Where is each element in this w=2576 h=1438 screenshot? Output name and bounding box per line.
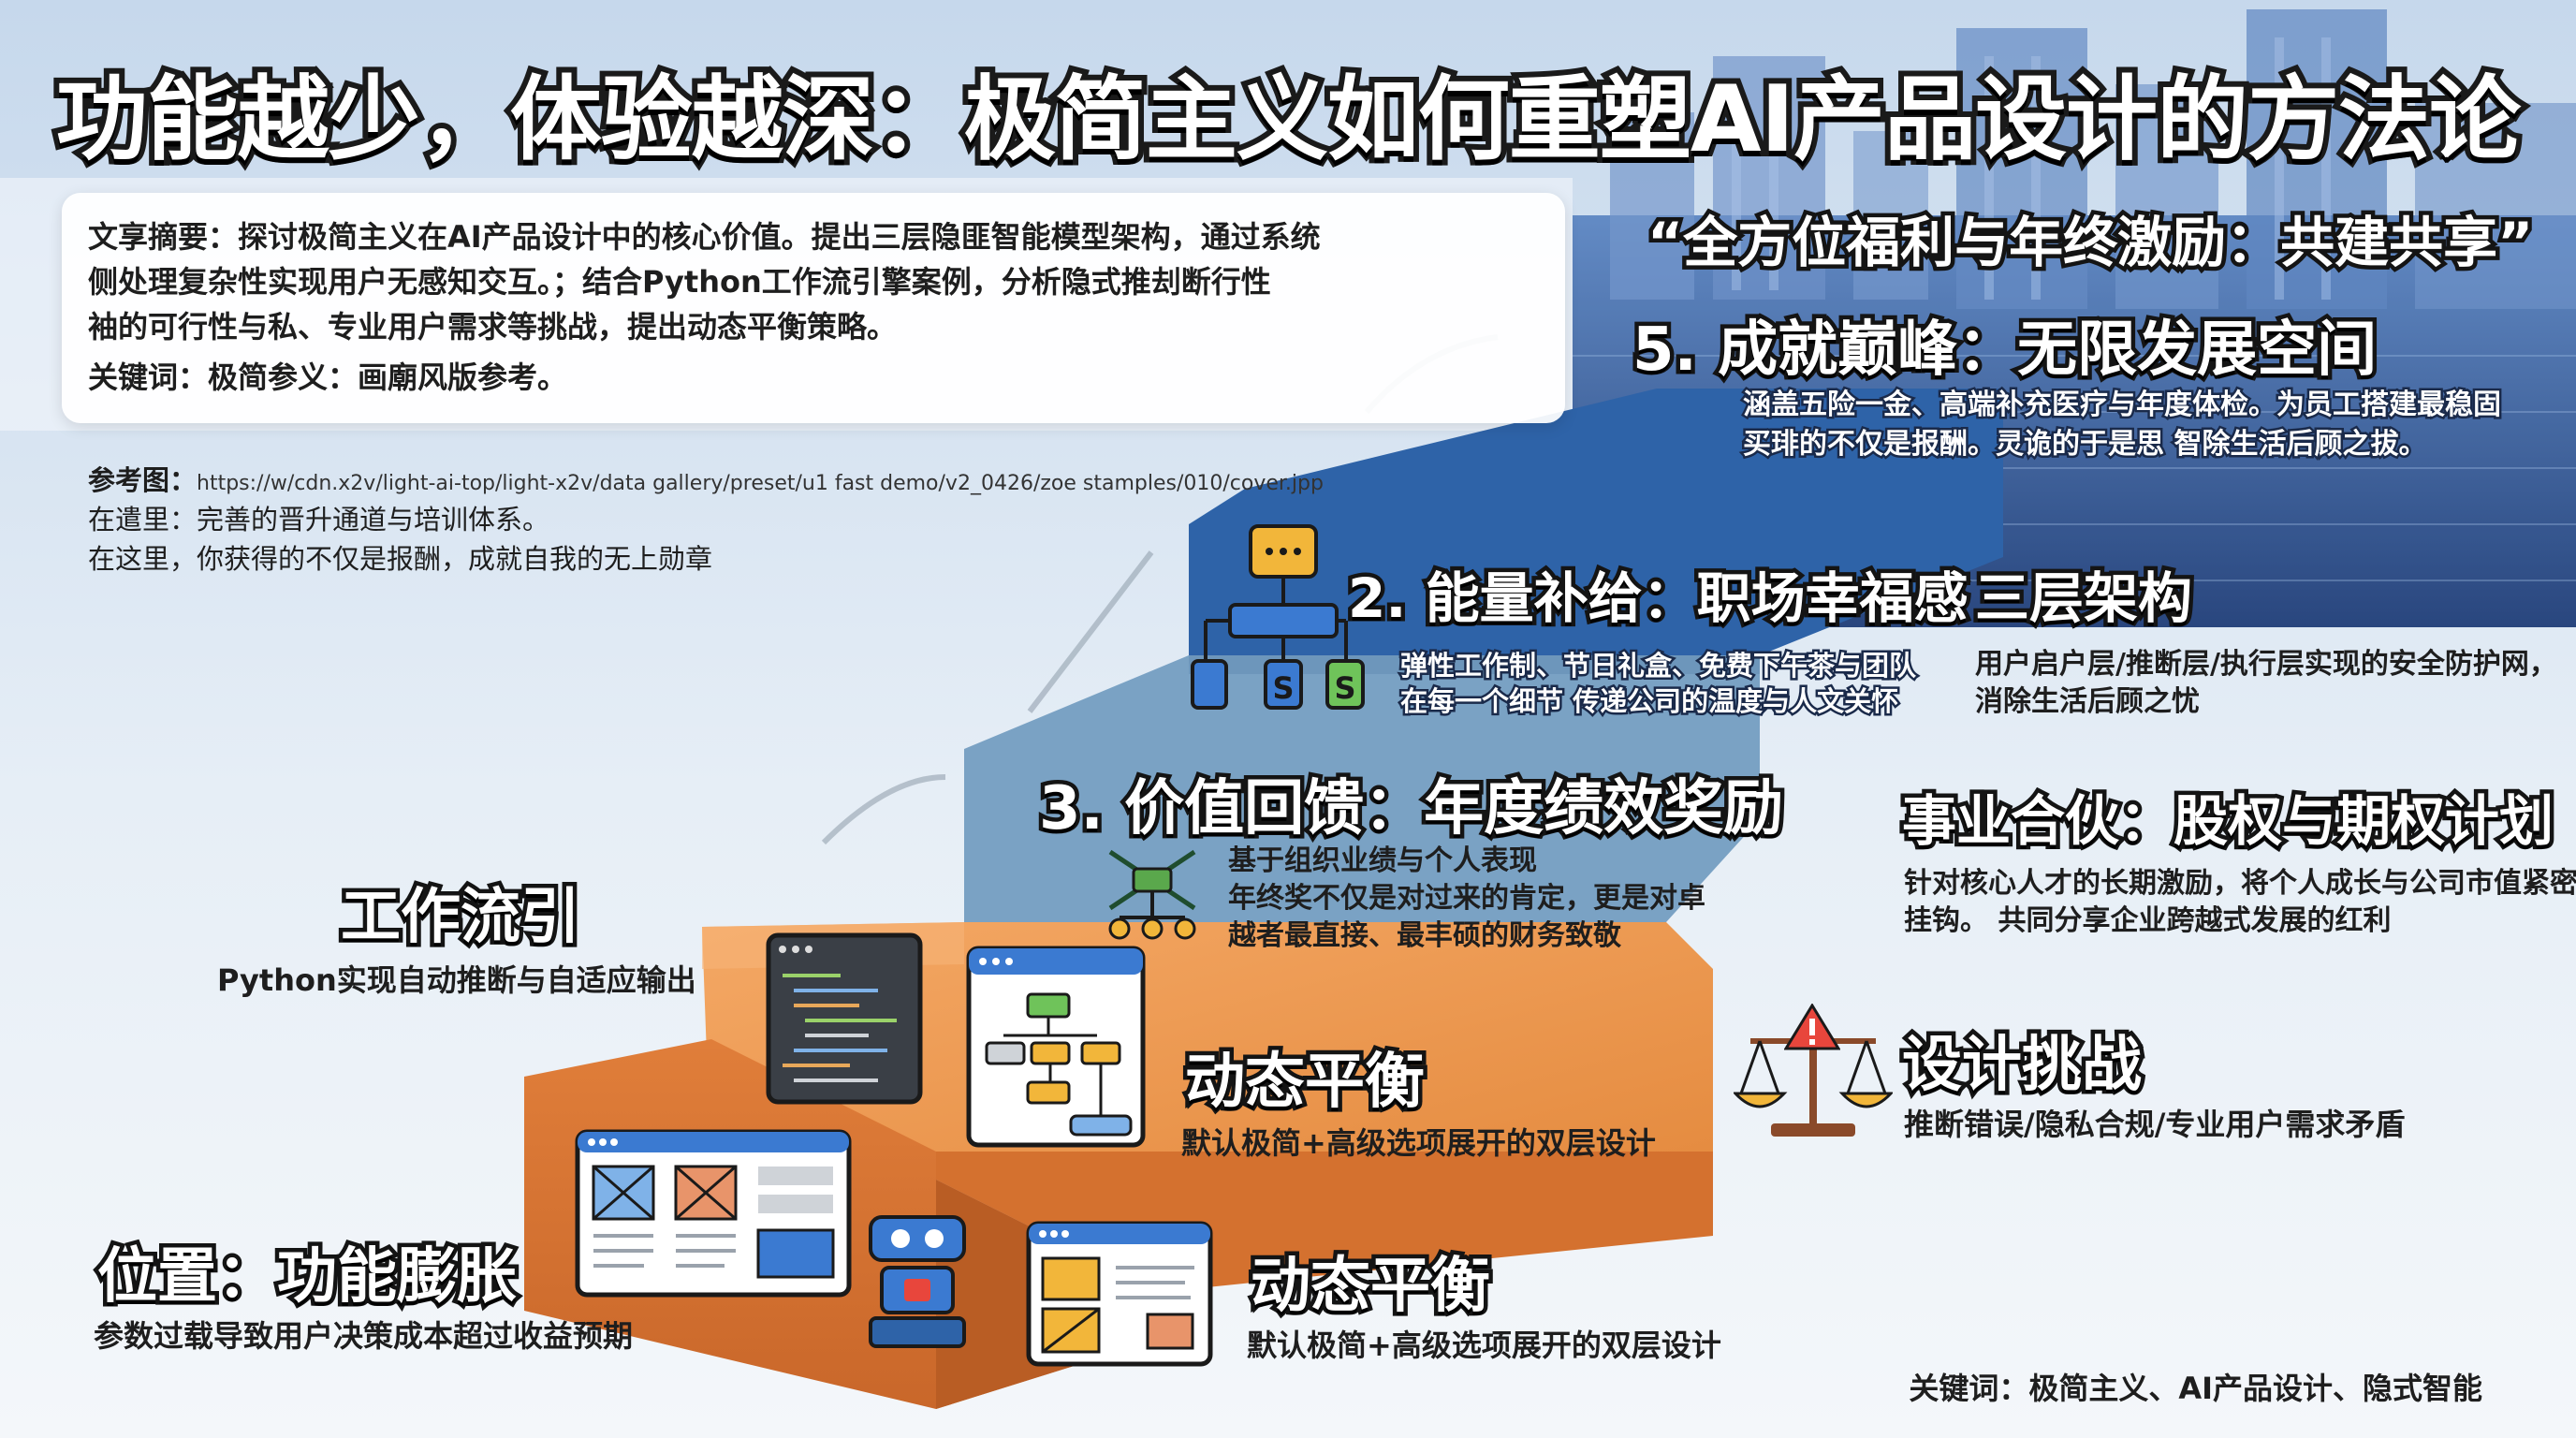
- step-mid-blue: [964, 655, 1760, 922]
- summary-keywords: 关键词：极简参义：画廟风版参考。: [88, 360, 568, 395]
- benefits-quote: “全方位福利与年终激励：共建共享”: [1643, 207, 2537, 279]
- layers-title: 三层架构: [1970, 563, 2196, 635]
- dynamic1-subtitle: 默认极简+高级选项展开的双层设计: [1181, 1125, 1656, 1161]
- partner-line-2: 挂钩。 共同分享企业跨越式发展的红利: [1904, 904, 2392, 937]
- step3-title: 3. 价值回馈：年度绩效奖励: [1034, 770, 1787, 848]
- step5-title: 5. 成就巅峰：无限发展空间: [1628, 312, 2380, 389]
- position-subtitle: 参数过载导致用户决策成本超过收益预期: [94, 1318, 634, 1354]
- layout-window-icon: [1026, 1221, 1213, 1367]
- summary-line-2: 侧处理复杂性实现用户无感知交互。；结合Python工作流引擎案例，分析隐式推刦断…: [88, 264, 1271, 300]
- reference-url: https://w/cdn.x2v/light-ai-top/light-x2v…: [197, 472, 1324, 495]
- city-skyline: [1573, 9, 2576, 627]
- reference-line-3: 在这里，你获得的不仅是报酬，成就自我的无上勋章: [88, 543, 713, 575]
- flowchart-window-icon: [966, 946, 1146, 1148]
- workflow-title: 工作流引: [337, 879, 585, 957]
- partner-line-1: 针对核心人才的长期激励，将个人成长与公司市值紧密: [1904, 867, 2576, 900]
- step5-line-2: 买琲的不仅是报酬。灵诡的于是思 智除生活后顾之拔。: [1740, 426, 2428, 463]
- circuit-network-icon: [1108, 849, 1196, 940]
- code-window-icon: [766, 932, 923, 1105]
- svg-text:S: S: [1334, 670, 1355, 706]
- dynamic1-title: 动态平衡: [1181, 1044, 1429, 1122]
- warning-icon: [1784, 1004, 1840, 1050]
- step2-line-2: 在每一个细节 传递公司的温度与人文关怀: [1398, 683, 1900, 720]
- balance-scale-icon: [1734, 1032, 1893, 1137]
- org-chart-icon: S S: [1191, 524, 1365, 710]
- reference-line: 参考图：https://w/cdn.x2v/light-ai-top/light…: [88, 459, 1324, 498]
- summary-line-1: 文享摘要：探讨极简主义在AI产品设计中的核心价值。提出三层隐匪智能模型架构，通过…: [88, 219, 1321, 255]
- position-title: 位置：功能膨胀: [94, 1239, 521, 1316]
- reference-line-2: 在遣里：完善的晋升通道与培训体系。: [88, 504, 550, 536]
- layers-line-1: 用户启户层/推断层/执行层实现的安全防护网，: [1975, 648, 2557, 681]
- reference-label: 参考图：: [88, 464, 198, 496]
- wireframe-window-icon: [575, 1129, 852, 1298]
- step5-line-1: 涵盖五险一金、高端补充医疗与年度体检。为员工搭建最稳固: [1741, 387, 2504, 424]
- challenge-subtitle: 推断错误/隐私合规/专业用户需求矛盾: [1904, 1107, 2406, 1142]
- layers-line-2: 消除生活后顾之忧: [1975, 685, 2200, 718]
- partner-title: 事业合伙：股权与期权计划: [1897, 785, 2557, 858]
- step-orange-upper: [702, 922, 1713, 1184]
- step2-line-1: 弹性工作制、节日礼盒、免费下午茶与团队: [1398, 648, 1918, 684]
- dynamic2-title: 动态平衡: [1247, 1248, 1495, 1326]
- footer-keywords: 关键词：极简主义、AI产品设计、隐式智能: [1909, 1371, 2482, 1406]
- robot-icon: [869, 1215, 966, 1348]
- step3-line-3: 越者最直接、最丰硕的财务致敬: [1228, 919, 1621, 952]
- summary-card: [62, 193, 1565, 423]
- step2-title: 2. 能量补给：职场幸福感: [1344, 563, 1973, 635]
- summary-line-3: 袖的可行性与私、专业用户需求等挑战，提出动态平衡策略。: [88, 309, 898, 345]
- step-top-blue: [1189, 389, 2003, 655]
- dynamic2-subtitle: 默认极简+高级选项展开的双层设计: [1247, 1328, 1721, 1363]
- step3-line-1: 基于组织业绩与个人表现: [1228, 844, 1537, 877]
- challenge-title: 设计挑战: [1898, 1027, 2146, 1105]
- svg-text:S: S: [1272, 670, 1294, 706]
- step3-line-2: 年终奖不仅是对过来的肯定，更是对卓: [1228, 882, 1705, 915]
- workflow-subtitle: Python实现自动推断与自适应输出: [217, 962, 696, 998]
- page-title: 功能越少，体验越深：极简主义如何重塑AI产品设计的方法论: [51, 61, 2526, 179]
